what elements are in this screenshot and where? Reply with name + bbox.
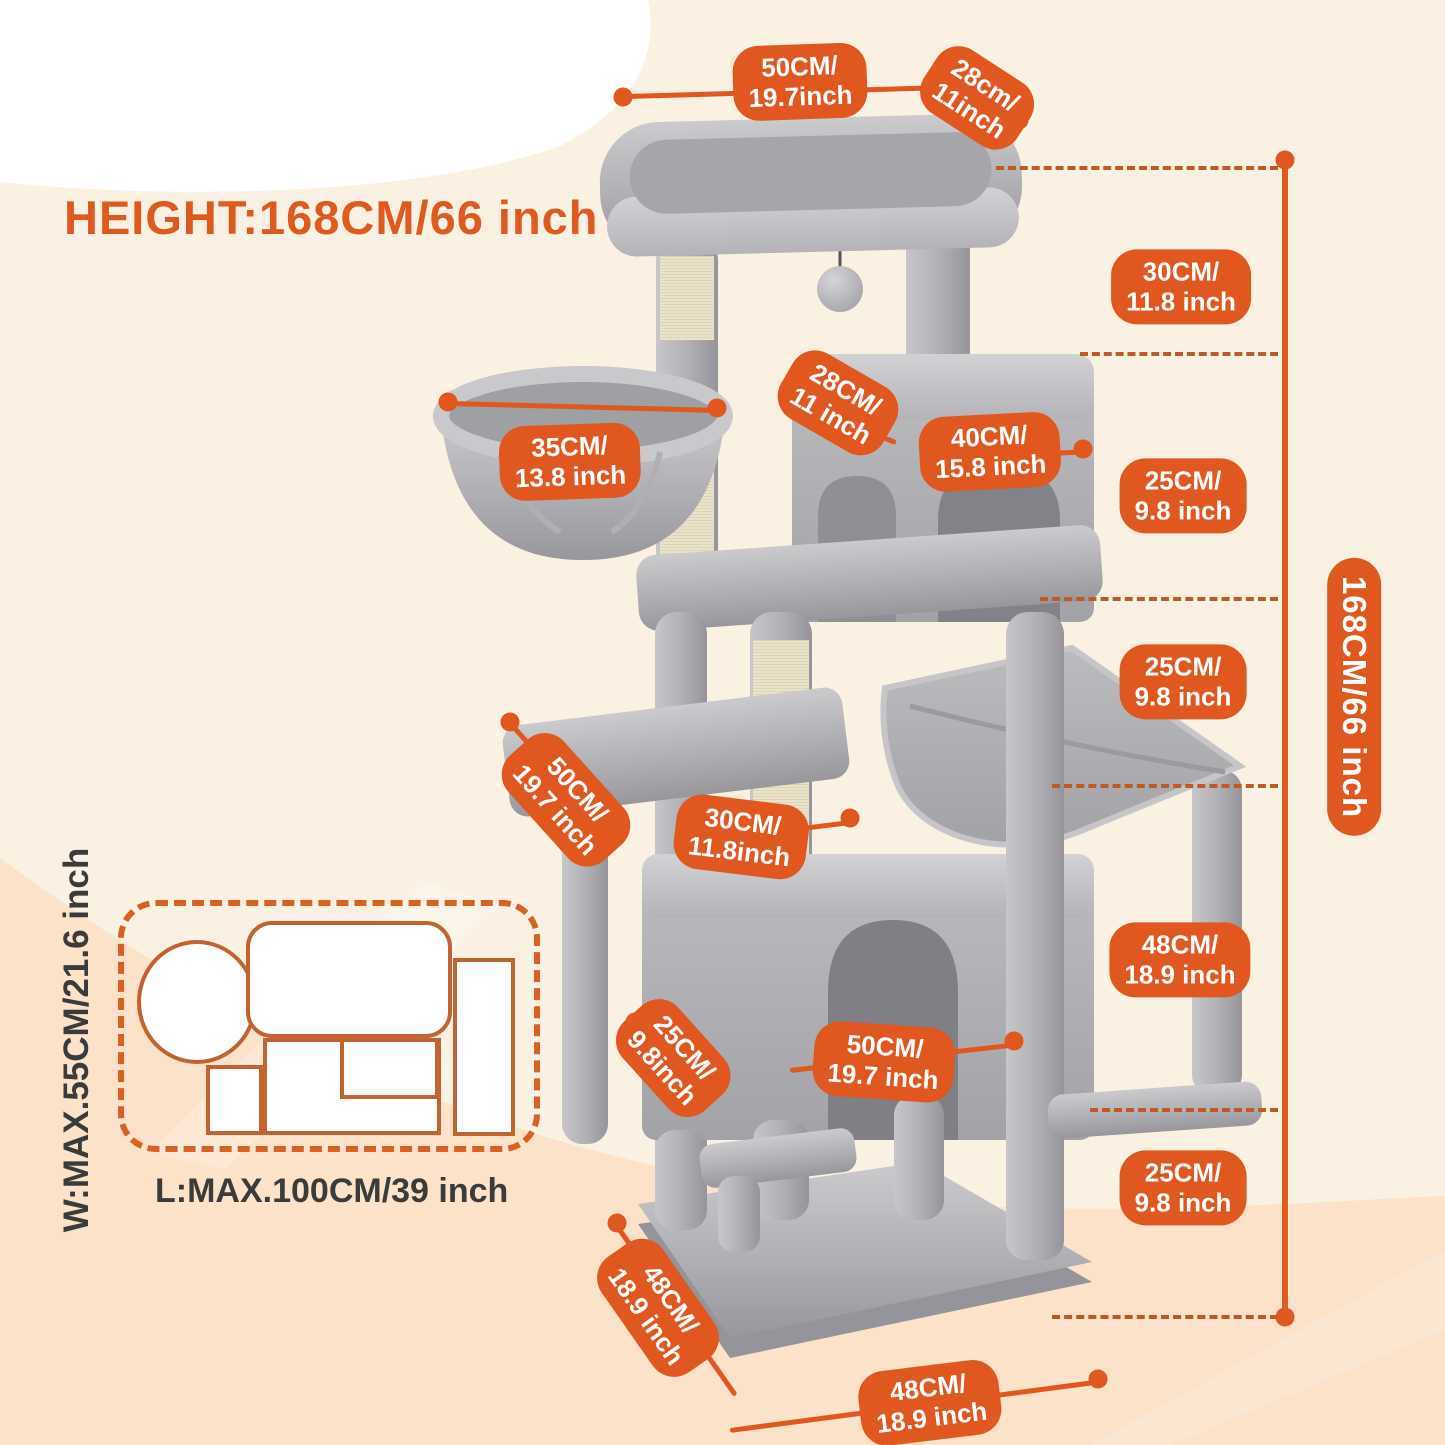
dashed-guide-platform — [1040, 597, 1278, 601]
post-hammock-inner — [1006, 612, 1064, 1260]
dim-label-hammock-to-step: 48CM/18.9 inch — [1109, 922, 1251, 998]
dimension-dot — [707, 398, 727, 418]
dashed-guide-condo-roof — [1080, 352, 1278, 356]
peach-streak-2 — [1090, 1250, 1445, 1445]
dashed-guide-hammock — [1052, 784, 1278, 788]
top-perch — [599, 114, 1023, 257]
dimension-dot — [607, 1213, 627, 1233]
leg-hammock-post-foot — [1006, 1150, 1064, 1260]
dimension-dot — [1073, 439, 1093, 459]
dim-label-total-height: 168CM/66 inch — [1327, 557, 1381, 837]
leg-mid-step — [718, 1176, 760, 1252]
height-title: HEIGHT:168CM/66 inch — [64, 191, 599, 244]
dim-label-top-to-condo-roof: 30CM/11.8 inch — [1111, 249, 1251, 325]
dim-label-platform-to-hammock: 25CM/9.8 inch — [1119, 644, 1247, 720]
pom-pom-toy — [817, 266, 863, 312]
middle-platform — [636, 525, 1103, 631]
dimension-dot — [840, 808, 860, 828]
dimension-dot — [438, 392, 458, 412]
dashed-guide-step — [1090, 1108, 1278, 1112]
dimension-dot — [613, 87, 633, 107]
white-blob — [0, 0, 651, 192]
dimension-dot — [1275, 150, 1295, 170]
sofa-armrest-right — [453, 958, 515, 1136]
dimension-dot — [1275, 1307, 1295, 1327]
footprint-dashed-box — [118, 900, 540, 1152]
sofa-seat-cushion — [340, 1038, 439, 1099]
sofa-backrest — [246, 921, 452, 1038]
dashed-guide-base — [1052, 1315, 1278, 1319]
leg-right — [894, 1095, 944, 1220]
middle-step — [699, 1128, 857, 1188]
dim-label-basket-diameter: 35CM/13.8 inch — [498, 421, 642, 503]
leg-left — [655, 1130, 707, 1230]
dimension-dot — [1088, 1369, 1108, 1389]
peach-wave — [0, 858, 1445, 1445]
dimension-dot — [500, 712, 520, 732]
footprint-width-label: W:MAX.55CM/21.6 inch — [57, 847, 96, 1233]
dimension-dot — [1004, 1031, 1024, 1051]
dim-label-lower-condo-width: 50CM/19.7 inch — [810, 1019, 958, 1105]
post-left-front — [562, 788, 608, 1144]
dashed-guide-top — [996, 166, 1278, 170]
sisal-wrap-top — [660, 256, 714, 340]
sofa-leg-left — [206, 1065, 263, 1135]
dim-label-upper-condo-width: 40CM/15.8 inch — [917, 410, 1063, 494]
dim-label-step-to-base: 25CM/9.8 inch — [1119, 1150, 1247, 1226]
footprint-length-label: L:MAX.100CM/39 inch — [155, 1172, 509, 1210]
dim-label-top-width: 50CM/19.7inch — [731, 42, 869, 122]
total-height-line — [1282, 160, 1288, 1317]
dim-label-roof-to-platform: 25CM/9.8 inch — [1119, 458, 1247, 534]
sofa-cushion-circle — [137, 940, 257, 1064]
